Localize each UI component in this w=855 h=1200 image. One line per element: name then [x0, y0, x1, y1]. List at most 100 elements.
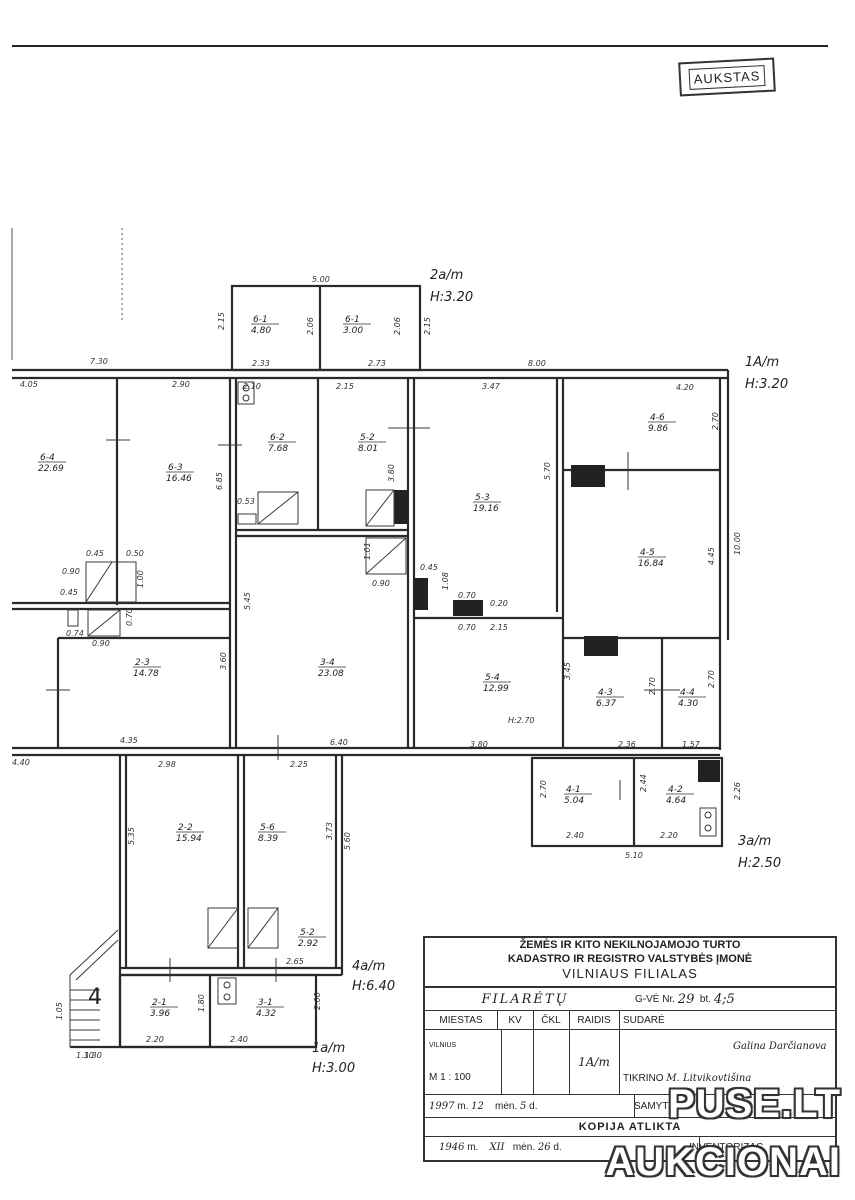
- dimension-label: 3.73: [325, 822, 334, 840]
- dimension-label: 1.30: [84, 1051, 102, 1060]
- date-day: 5: [520, 1100, 527, 1112]
- stoves: [394, 465, 720, 782]
- col-sudare: SUDARĖ: [623, 1014, 665, 1026]
- dimension-label: 6.85: [215, 472, 224, 490]
- bt-label: bt.: [699, 993, 712, 1005]
- dimension-label: 0.50: [126, 549, 144, 558]
- dimension-label: 3.80: [470, 740, 488, 749]
- dimension-label: 5.35: [127, 827, 136, 845]
- dimension-label: 0.70: [125, 608, 134, 626]
- dimension-label: 2.70: [648, 677, 657, 695]
- room-code: 5-4: [485, 673, 500, 683]
- room-code: 5-2: [300, 928, 315, 938]
- room-area: 2.92: [298, 939, 318, 949]
- inv-d-label: d.: [553, 1142, 562, 1153]
- dimension-label: 2.06: [306, 317, 315, 335]
- dimension-label: 0.74: [66, 629, 84, 638]
- room-code: 2-3: [135, 658, 150, 668]
- room-area: 4.80: [251, 326, 271, 336]
- date-row: 1997 m. 12 mėn. 5 d. SAMYT: [425, 1095, 835, 1118]
- floor-height-1A: H:3.20: [745, 377, 788, 392]
- fixtures: [67, 381, 717, 1005]
- room-code: 3-1: [258, 998, 273, 1008]
- address-cell: G-VĖ Nr. 29 bt. 4;5: [635, 988, 835, 1010]
- stamp-label: AUKSTAS: [688, 64, 766, 90]
- dimension-label: 5.10: [625, 851, 643, 860]
- date-month: 12: [471, 1100, 484, 1112]
- dimension-label: 4.05: [20, 380, 38, 389]
- tikrino-label: TIKRINO: [623, 1072, 664, 1084]
- room-code: 6-2: [270, 433, 285, 443]
- dimension-label: 1.30: [76, 1051, 94, 1060]
- dimension-label: 2.20: [660, 831, 678, 840]
- scale-value: M 1 : 100: [429, 1071, 471, 1083]
- room-area: 8.39: [258, 834, 278, 844]
- col-miestas: MIESTAS: [425, 1011, 498, 1029]
- room-code: 3-4: [320, 658, 335, 668]
- dimension-label: 0.90: [62, 567, 80, 576]
- dimension-label: 2.06: [393, 317, 402, 335]
- dimension-label: 7.30: [90, 357, 108, 366]
- dimension-label: 5.70: [543, 462, 552, 480]
- dimension-label: 5.00: [312, 275, 330, 284]
- stair-number: 4: [88, 985, 102, 1010]
- dimension-label: 2.15: [490, 623, 508, 632]
- room-area: 19.16: [473, 504, 499, 514]
- gve-label: G-VĖ Nr.: [635, 993, 676, 1005]
- watermark-line-2: AUKCIONAI: [605, 1140, 841, 1184]
- room-code: 6-4: [40, 453, 55, 463]
- room-area: 15.94: [176, 834, 202, 844]
- room-area: 23.08: [318, 669, 344, 679]
- room-code: 4-2: [668, 785, 683, 795]
- room-code: 2-1: [152, 998, 167, 1008]
- dimension-label: 2.20: [146, 1035, 164, 1044]
- room-code: 5-2: [360, 433, 375, 443]
- room-code: 5-3: [475, 493, 490, 503]
- dimension-label: 4.45: [707, 547, 716, 565]
- room-area: 4.64: [666, 796, 686, 806]
- room-area: 22.69: [38, 464, 64, 474]
- dimension-label: 2.00: [313, 992, 322, 1010]
- floor-label-2a: 2a/m: [430, 268, 463, 283]
- floor-height-2a: H:3.20: [430, 290, 473, 305]
- dimension-label: 6.40: [330, 738, 348, 747]
- floor-stamp: AUKSTAS: [678, 57, 776, 97]
- room-area: 9.86: [648, 424, 668, 434]
- dimension-label: 2.40: [230, 1035, 248, 1044]
- dimension-label: 2.70: [711, 412, 720, 430]
- inv-month: XII: [489, 1142, 505, 1153]
- room-area: 16.46: [166, 474, 192, 484]
- org-line-3: VILNIAUS FILIALAS: [562, 966, 698, 981]
- dimension-label: 3.60: [219, 652, 228, 670]
- stairs: [69, 929, 119, 1047]
- lower-wing: [70, 755, 344, 1049]
- dimension-label: 2.70: [707, 670, 716, 688]
- room-area: 14.78: [133, 669, 159, 679]
- room-area: 4.32: [256, 1009, 276, 1019]
- col-kv: KV: [497, 1011, 534, 1029]
- dimension-label: 3.45: [563, 662, 572, 680]
- dimension-label: 2.15: [217, 312, 226, 330]
- floor-ref: 1A/m: [569, 1030, 620, 1094]
- dimension-label: 2.25: [290, 760, 308, 769]
- dimension-label: 2.33: [252, 359, 270, 368]
- room-code: 4-1: [566, 785, 581, 795]
- room-code: 4-3: [598, 688, 613, 698]
- dimension-label: 2.70: [539, 780, 548, 798]
- room-code: 6-1: [253, 315, 268, 325]
- inv-date-cell: 1946 m. XII mėn. 26 d.: [425, 1137, 700, 1158]
- inventory-row: 1946 m. XII mėn. 26 d. INVENTORIZAC: [425, 1137, 835, 1158]
- inv-m-label: m.: [467, 1142, 479, 1153]
- room-code: 4-6: [650, 413, 665, 423]
- room-area: 5.04: [564, 796, 584, 806]
- room-code: 6-1: [345, 315, 360, 325]
- signer-name: Galina Darčianova: [733, 1040, 827, 1052]
- dimension-label: 2.65: [286, 957, 304, 966]
- dimension-label: 0.90: [372, 579, 390, 588]
- tick-marks: [46, 427, 680, 982]
- date-cell: 1997 m. 12 mėn. 5 d.: [425, 1095, 635, 1117]
- interior-walls: [12, 378, 720, 748]
- col-raidis: RAIDIS: [569, 1011, 620, 1029]
- room-area: 6.37: [596, 699, 616, 709]
- dimension-label: 3.47: [482, 382, 501, 391]
